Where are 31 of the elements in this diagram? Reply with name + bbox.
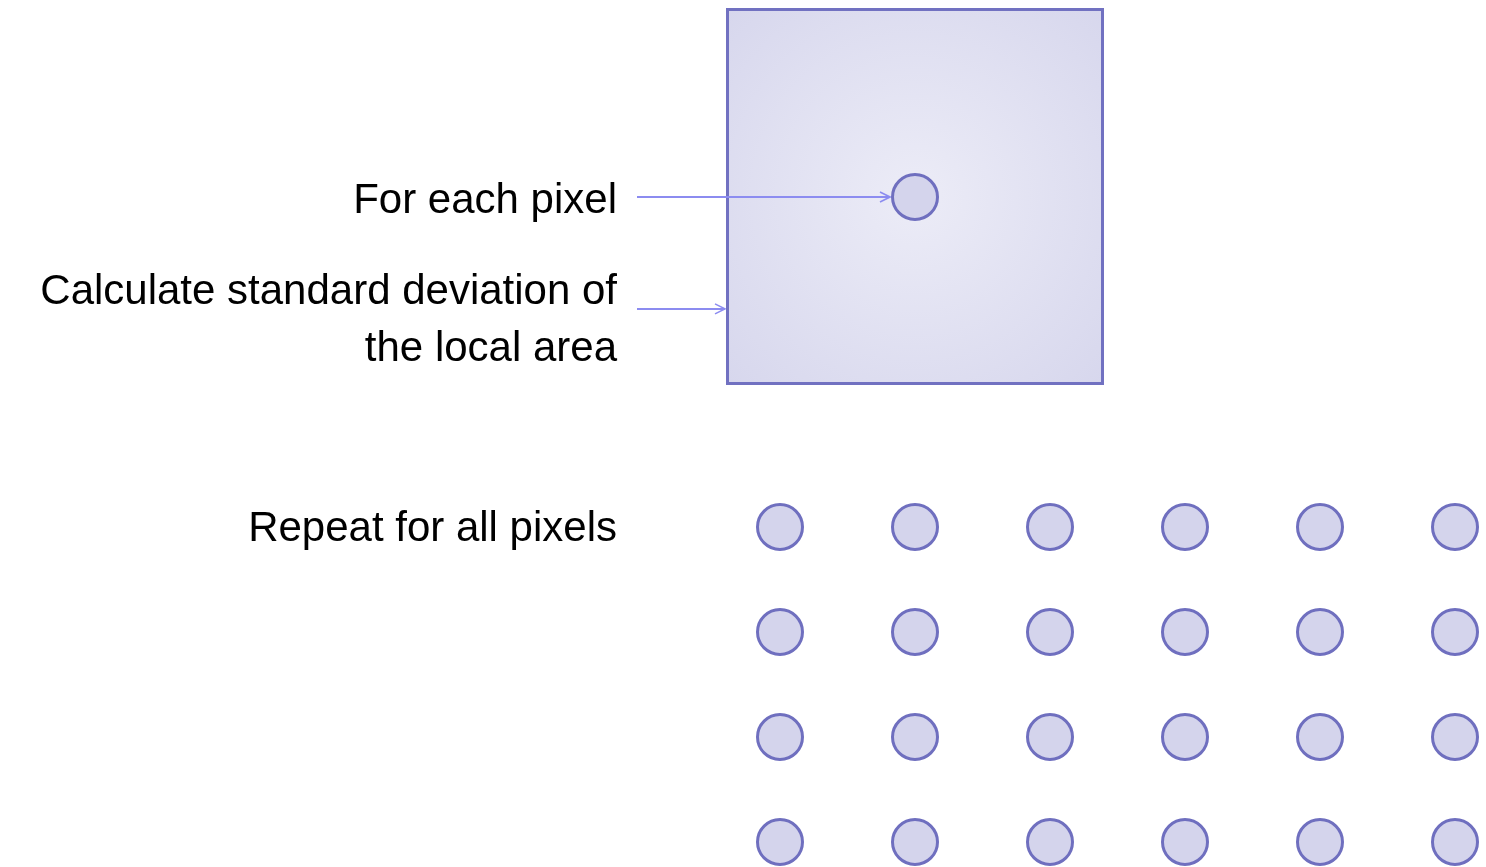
pixel-circle [1161, 713, 1209, 761]
pixel-circle [1026, 608, 1074, 656]
pixel-circle [756, 818, 804, 866]
local-area-square [726, 8, 1104, 385]
step-text: For each pixel [200, 170, 617, 227]
pixel-circle [891, 173, 939, 221]
pixel-circle [756, 608, 804, 656]
pixel-circle [1296, 818, 1344, 866]
note-text: Repeat for all pixels [247, 502, 617, 552]
pixel-circle [891, 818, 939, 866]
arrow [636, 303, 726, 315]
arrow [636, 191, 891, 203]
pixel-circle [1026, 818, 1074, 866]
pixel-circle [756, 713, 804, 761]
pixel-circle [891, 503, 939, 551]
pixel-circle [891, 608, 939, 656]
pixel-circle [1431, 503, 1479, 551]
pixel-circle [891, 713, 939, 761]
pixel-circle [1431, 608, 1479, 656]
pixel-circle [1161, 503, 1209, 551]
pixel-circle [1431, 713, 1479, 761]
pixel-circle [1026, 503, 1074, 551]
step-text: Calculate standard deviation of the local area [22, 261, 617, 375]
pixel-circle [1026, 713, 1074, 761]
pixel-circle [1161, 608, 1209, 656]
pixel-circle [1296, 713, 1344, 761]
pixel-circle [756, 503, 804, 551]
pixel-circle [1296, 503, 1344, 551]
pixel-circle [1161, 818, 1209, 866]
pixel-circle [1296, 608, 1344, 656]
pixel-circle [1431, 818, 1479, 866]
